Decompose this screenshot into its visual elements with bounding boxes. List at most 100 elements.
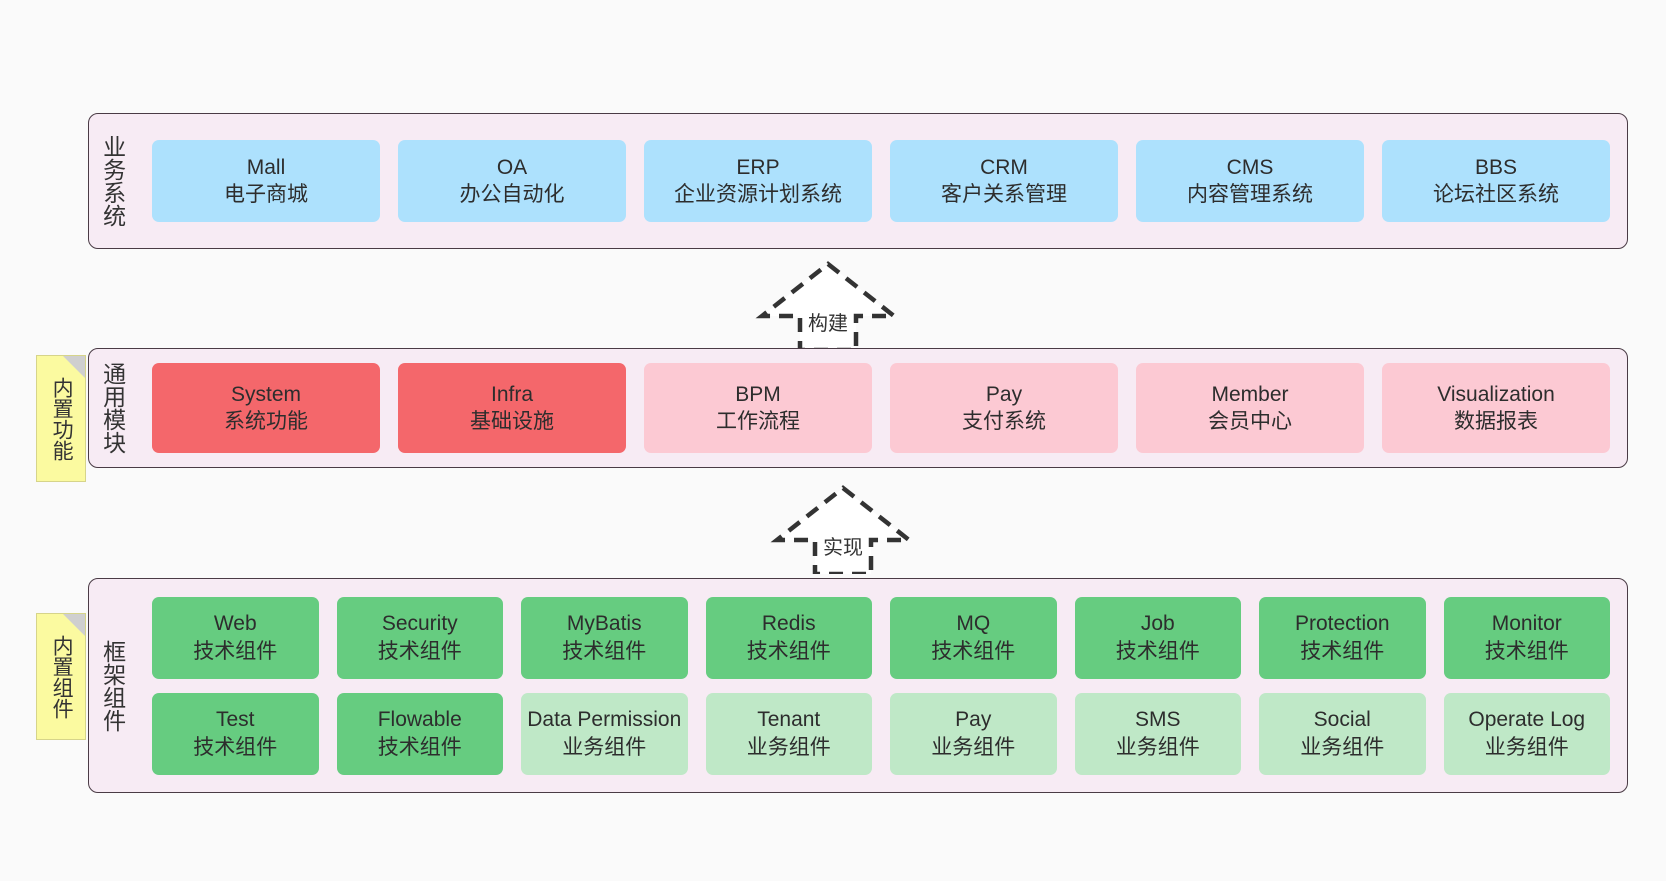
card-job-name: Job bbox=[1140, 612, 1175, 636]
card-infra-name: Infra bbox=[490, 382, 534, 406]
card-protection[interactable]: Protection 技术组件 bbox=[1259, 596, 1426, 679]
card-member-name: Member bbox=[1211, 382, 1289, 406]
card-erp-sub: 企业资源计划系统 bbox=[674, 183, 842, 206]
card-sms[interactable]: SMS 业务组件 bbox=[1074, 692, 1241, 775]
card-security-name: Security bbox=[381, 612, 458, 636]
card-row-business-systems: Mall 电子商城 OA 办公自动化 ERP 企业资源计划系统 CRM 客户关系… bbox=[135, 114, 1627, 248]
card-system-sub: 系统功能 bbox=[224, 410, 308, 433]
card-mq[interactable]: MQ 技术组件 bbox=[890, 596, 1057, 679]
card-system[interactable]: System 系统功能 bbox=[152, 363, 380, 453]
connector-implement-shape bbox=[770, 485, 916, 574]
connector-build-shape bbox=[755, 261, 901, 350]
card-data-permission-name: Data Permission bbox=[527, 708, 682, 732]
card-bpm-sub: 工作流程 bbox=[716, 410, 800, 433]
card-cms-name: CMS bbox=[1226, 155, 1274, 179]
card-row-common-modules: System 系统功能 Infra 基础设施 BPM 工作流程 Pay 支付系统… bbox=[135, 349, 1627, 467]
card-erp[interactable]: ERP 企业资源计划系统 bbox=[644, 140, 872, 222]
card-infra-sub: 基础设施 bbox=[470, 410, 554, 433]
note-builtin-components: 内置组件 bbox=[36, 613, 86, 740]
card-bbs-name: BBS bbox=[1474, 155, 1518, 179]
card-bbs[interactable]: BBS 论坛社区系统 bbox=[1382, 140, 1610, 222]
card-web-name: Web bbox=[213, 612, 257, 636]
card-test-name: Test bbox=[215, 708, 255, 732]
card-social[interactable]: Social 业务组件 bbox=[1259, 692, 1426, 775]
card-cms-sub: 内容管理系统 bbox=[1187, 183, 1313, 206]
card-data-permission[interactable]: Data Permission 业务组件 bbox=[521, 692, 688, 775]
note-builtin-functions-label: 内置功能 bbox=[50, 376, 74, 461]
card-visualization[interactable]: Visualization 数据报表 bbox=[1382, 363, 1610, 453]
card-operate-log-sub: 业务组件 bbox=[1484, 735, 1569, 759]
card-mybatis[interactable]: MyBatis 技术组件 bbox=[521, 596, 688, 679]
note-builtin-functions: 内置功能 bbox=[36, 355, 86, 482]
card-security[interactable]: Security 技术组件 bbox=[336, 596, 503, 679]
card-system-name: System bbox=[230, 382, 301, 406]
card-crm[interactable]: CRM 客户关系管理 bbox=[890, 140, 1118, 222]
card-sms-sub: 业务组件 bbox=[1115, 735, 1200, 759]
card-crm-name: CRM bbox=[980, 155, 1028, 179]
card-infra[interactable]: Infra 基础设施 bbox=[398, 363, 626, 453]
card-visualization-sub: 数据报表 bbox=[1454, 410, 1538, 433]
card-member[interactable]: Member 会员中心 bbox=[1136, 363, 1364, 453]
card-mall-name: Mall bbox=[246, 155, 286, 179]
card-sms-name: SMS bbox=[1134, 708, 1181, 732]
layer-title-common-modules: 通用模块 bbox=[99, 362, 126, 454]
layer-common-modules: 通用模块 System 系统功能 Infra 基础设施 BPM 工作流程 Pay… bbox=[88, 348, 1628, 468]
connector-implement: 实现 bbox=[768, 482, 918, 574]
layer-business-systems: 业务系统 Mall 电子商城 OA 办公自动化 ERP 企业资源计划系统 CRM… bbox=[88, 113, 1628, 249]
card-pay-module-sub: 支付系统 bbox=[962, 410, 1046, 433]
card-flowable[interactable]: Flowable 技术组件 bbox=[336, 692, 503, 775]
card-member-sub: 会员中心 bbox=[1208, 410, 1292, 433]
card-mybatis-name: MyBatis bbox=[566, 612, 642, 636]
connector-implement-label: 实现 bbox=[823, 537, 863, 559]
card-tenant[interactable]: Tenant 业务组件 bbox=[705, 692, 872, 775]
card-bpm-name: BPM bbox=[735, 382, 781, 406]
card-flowable-name: Flowable bbox=[377, 708, 462, 732]
card-operate-log[interactable]: Operate Log 业务组件 bbox=[1443, 692, 1610, 775]
card-job[interactable]: Job 技术组件 bbox=[1074, 596, 1241, 679]
card-visualization-name: Visualization bbox=[1437, 382, 1555, 406]
card-row-business-components: Test 技术组件 Flowable 技术组件 Data Permission … bbox=[143, 692, 1619, 775]
card-pay-module-name: Pay bbox=[985, 382, 1023, 406]
card-erp-name: ERP bbox=[736, 155, 780, 179]
card-mq-sub: 技术组件 bbox=[931, 639, 1016, 663]
card-oa[interactable]: OA 办公自动化 bbox=[398, 140, 626, 222]
card-social-sub: 业务组件 bbox=[1300, 735, 1385, 759]
card-web[interactable]: Web 技术组件 bbox=[152, 596, 319, 679]
card-pay-component[interactable]: Pay 业务组件 bbox=[890, 692, 1057, 775]
connector-build-label: 构建 bbox=[808, 313, 848, 335]
card-row-technical-components: Web 技术组件 Security 技术组件 MyBatis 技术组件 Redi… bbox=[143, 596, 1619, 679]
card-protection-sub: 技术组件 bbox=[1300, 639, 1385, 663]
card-tenant-sub: 业务组件 bbox=[746, 735, 831, 759]
card-job-sub: 技术组件 bbox=[1115, 639, 1200, 663]
card-rows-framework-components: Web 技术组件 Security 技术组件 MyBatis 技术组件 Redi… bbox=[135, 579, 1627, 792]
layer-title-business-systems: 业务系统 bbox=[99, 135, 126, 227]
card-monitor[interactable]: Monitor 技术组件 bbox=[1443, 596, 1610, 679]
card-operate-log-name: Operate Log bbox=[1468, 708, 1586, 732]
card-test[interactable]: Test 技术组件 bbox=[152, 692, 319, 775]
card-crm-sub: 客户关系管理 bbox=[941, 183, 1067, 206]
card-pay-module[interactable]: Pay 支付系统 bbox=[890, 363, 1118, 453]
card-bpm[interactable]: BPM 工作流程 bbox=[644, 363, 872, 453]
card-mq-name: MQ bbox=[956, 612, 991, 636]
card-pay-component-name: Pay bbox=[955, 708, 992, 732]
card-flowable-sub: 技术组件 bbox=[377, 735, 462, 759]
card-oa-sub: 办公自动化 bbox=[459, 183, 565, 206]
connector-build: 构建 bbox=[753, 258, 903, 350]
card-redis[interactable]: Redis 技术组件 bbox=[705, 596, 872, 679]
card-mall[interactable]: Mall 电子商城 bbox=[152, 140, 380, 222]
card-protection-name: Protection bbox=[1294, 612, 1390, 636]
card-bbs-sub: 论坛社区系统 bbox=[1433, 183, 1559, 206]
card-cms[interactable]: CMS 内容管理系统 bbox=[1136, 140, 1364, 222]
card-web-sub: 技术组件 bbox=[193, 639, 278, 663]
card-redis-sub: 技术组件 bbox=[746, 639, 831, 663]
card-pay-component-sub: 业务组件 bbox=[931, 735, 1016, 759]
card-oa-name: OA bbox=[496, 155, 528, 179]
card-tenant-name: Tenant bbox=[757, 708, 821, 732]
note-builtin-components-label: 内置组件 bbox=[50, 634, 74, 719]
card-monitor-sub: 技术组件 bbox=[1484, 639, 1569, 663]
card-mybatis-sub: 技术组件 bbox=[562, 639, 647, 663]
layer-framework-components: 框架组件 Web 技术组件 Security 技术组件 MyBatis 技术组件… bbox=[88, 578, 1628, 793]
card-monitor-name: Monitor bbox=[1491, 612, 1562, 636]
card-data-permission-sub: 业务组件 bbox=[562, 735, 647, 759]
card-social-name: Social bbox=[1313, 708, 1371, 732]
